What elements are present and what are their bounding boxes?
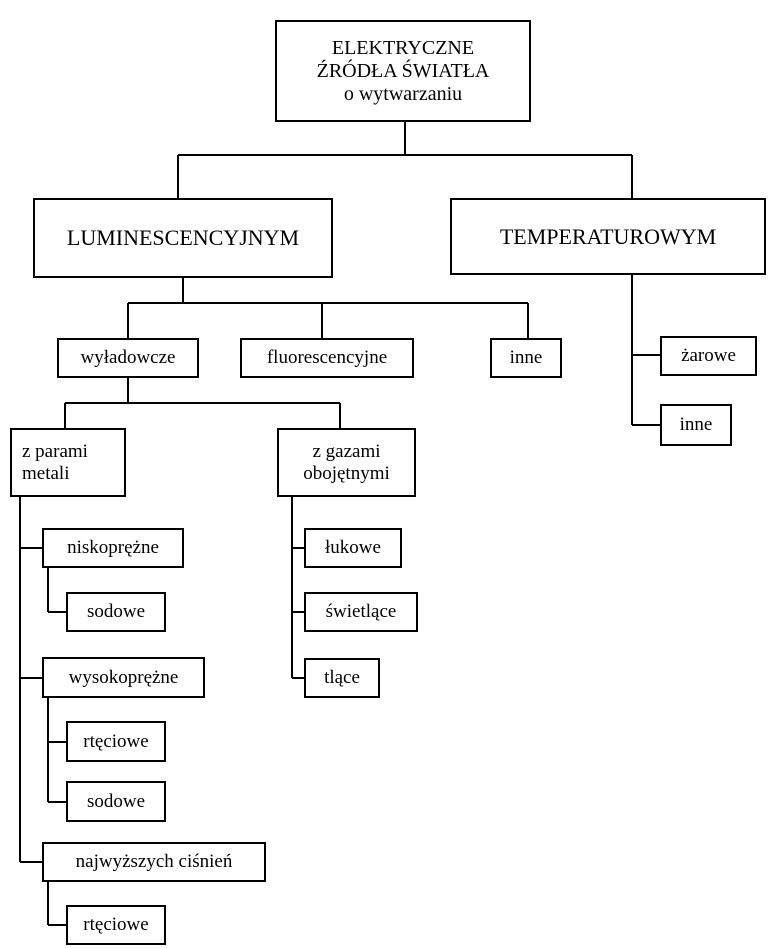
node-ultra-high-pressure-label: najwyższych ciśnień	[75, 851, 233, 873]
node-thermal-label: TEMPERATUROWYM	[499, 223, 717, 249]
root-line-2: ŹRÓDŁA ŚWIATŁA	[316, 59, 490, 82]
node-low-pressure-sodium-label: sodowe	[86, 601, 146, 623]
node-thermal: TEMPERATUROWYM	[450, 198, 766, 275]
node-luminescent-label: LUMINESCENCYJNYM	[66, 225, 300, 251]
node-high-pressure-sodium: sodowe	[66, 781, 166, 822]
node-metal-vapour-label: z parami metali	[22, 440, 88, 484]
node-discharge-label: wyładowcze	[80, 347, 176, 369]
node-glowing-label: świetlące	[325, 601, 397, 623]
node-low-pressure-sodium: sodowe	[66, 592, 166, 632]
node-discharge: wyładowcze	[57, 338, 199, 378]
node-luminescent-other-label: inne	[509, 347, 543, 369]
node-luminescent-other: inne	[490, 338, 562, 378]
root-line-3: o wytwarzaniu	[343, 82, 463, 105]
node-fluorescent-label: fluorescencyjne	[266, 347, 388, 369]
root-node: ELEKTRYCZNE ŹRÓDŁA ŚWIATŁA o wytwarzaniu	[275, 20, 531, 122]
root-line-1: ELEKTRYCZNE	[331, 36, 475, 59]
node-high-pressure-label: wysokoprężne	[68, 666, 179, 688]
node-high-pressure-mercury-label: rtęciowe	[83, 730, 149, 752]
node-glowing: świetlące	[304, 592, 418, 632]
node-incandescent-label: żarowe	[681, 345, 736, 367]
node-fluorescent: fluorescencyjne	[240, 338, 414, 378]
node-glow-discharge-label: tlące	[324, 667, 360, 689]
node-high-pressure-mercury: rtęciowe	[66, 721, 166, 762]
node-high-pressure: wysokoprężne	[42, 657, 205, 698]
node-arc-label: łukowe	[325, 537, 381, 559]
node-luminescent: LUMINESCENCYJNYM	[33, 198, 333, 278]
node-ultra-high-mercury: rtęciowe	[66, 905, 166, 945]
node-ultra-high-pressure: najwyższych ciśnień	[42, 842, 266, 882]
node-metal-vapour: z parami metali	[10, 428, 126, 497]
node-low-pressure-label: niskoprężne	[67, 537, 159, 559]
node-low-pressure: niskoprężne	[42, 528, 184, 568]
node-thermal-other: inne	[660, 404, 732, 446]
node-inert-gas-label: z gazami obojętnymi	[303, 440, 390, 484]
node-arc: łukowe	[304, 528, 402, 568]
node-inert-gas: z gazami obojętnymi	[277, 428, 416, 497]
node-thermal-other-label: inne	[679, 414, 713, 436]
node-glow-discharge: tlące	[304, 658, 380, 698]
node-incandescent: żarowe	[660, 336, 757, 376]
node-ultra-high-mercury-label: rtęciowe	[83, 914, 149, 936]
node-high-pressure-sodium-label: sodowe	[86, 790, 146, 812]
